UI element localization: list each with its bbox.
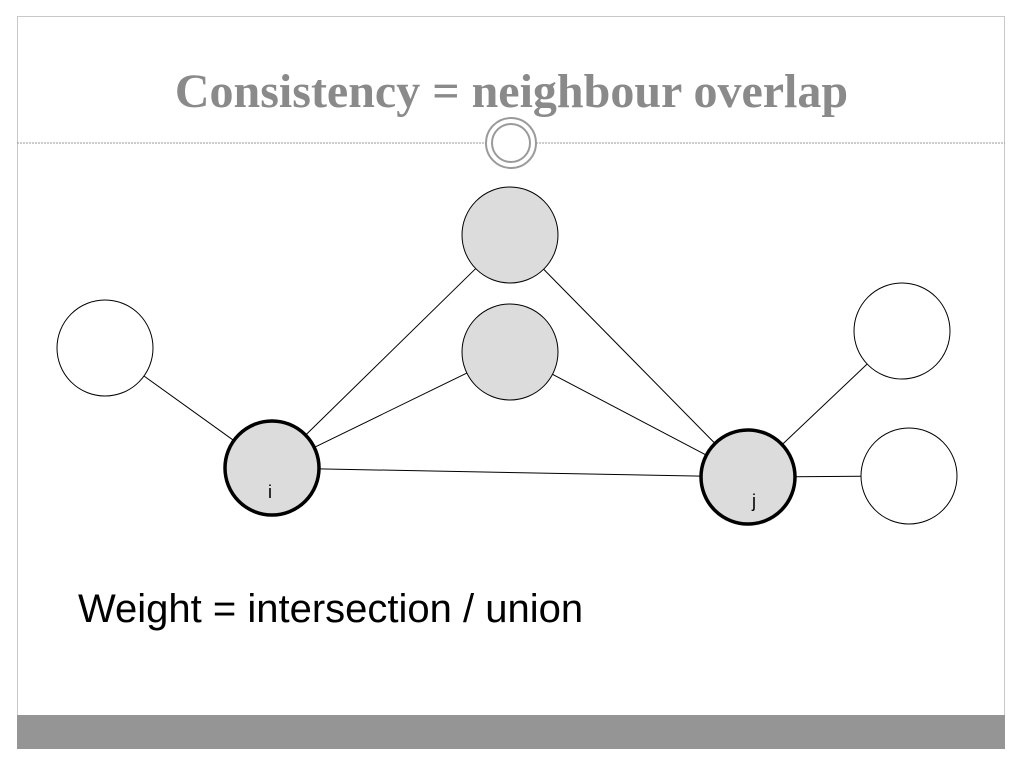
- edge-j-j-only-upper: [781, 363, 868, 446]
- node-j: j: [699, 428, 797, 526]
- node-shared-middle: [461, 303, 559, 401]
- node-label-j: j: [751, 491, 756, 511]
- node-circle-shared-top: [461, 186, 559, 284]
- node-circle-i: [223, 419, 321, 517]
- node-circle-shared-middle: [461, 303, 559, 401]
- divider-ornament-inner: [491, 123, 531, 163]
- edge-i-shared-top: [305, 268, 477, 436]
- edge-i-only-i: [143, 375, 235, 441]
- node-j-only-upper: [853, 282, 951, 380]
- node-i-only: [56, 299, 154, 397]
- slide-title: Consistency = neighbour overlap: [174, 65, 849, 118]
- node-shared-top: [461, 186, 559, 284]
- edges-layer: [143, 268, 868, 478]
- node-circle-j-only-lower: [860, 427, 958, 525]
- node-circle-j-only-upper: [853, 282, 951, 380]
- node-label-i: i: [268, 482, 272, 502]
- edge-shared-middle-j: [552, 373, 707, 456]
- node-circle-j: [699, 428, 797, 526]
- caption: Weight = intersection / union: [78, 587, 584, 631]
- node-j-only-lower: [860, 427, 958, 525]
- node-i: i: [223, 419, 321, 517]
- edge-shared-top-j: [543, 268, 716, 444]
- node-circle-i-only: [56, 299, 154, 397]
- edge-i-j: [318, 468, 702, 477]
- footer-bar: [17, 715, 1005, 749]
- title-divider: [17, 117, 1005, 169]
- edge-i-shared-middle: [314, 372, 468, 448]
